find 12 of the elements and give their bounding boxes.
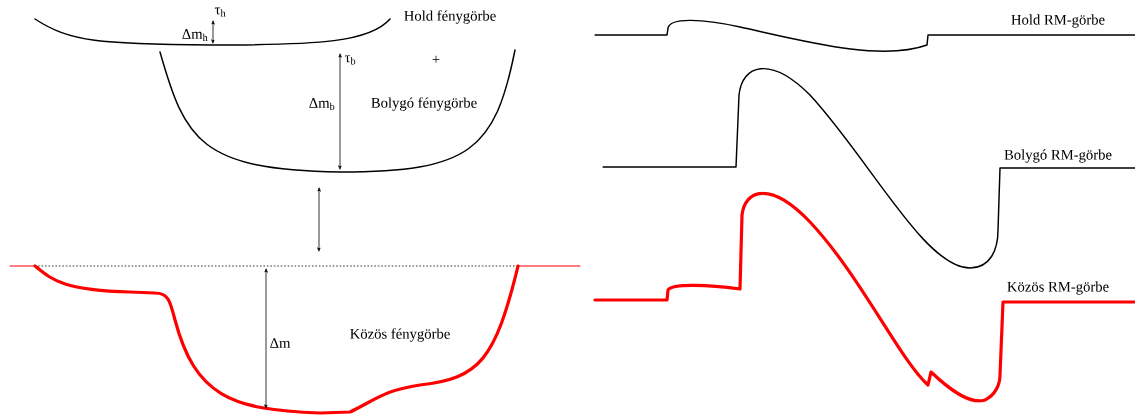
curve-label: Hold RM-görbe (1011, 14, 1105, 28)
curve-label: Bolygó RM-görbe (1004, 149, 1112, 163)
curve-label: Hold fénygörbe (404, 10, 496, 24)
curve-label: Bolygó fénygörbe (371, 97, 477, 111)
symbol-label: Δm$_{b}$ (309, 98, 335, 110)
symbol-label: Δm (270, 338, 291, 348)
symbol-label: Δm$_{h}$ (182, 29, 208, 41)
symbol-label: τ$_{h}$ (214, 7, 226, 17)
symbol-label: τ$_{b}$ (344, 55, 356, 65)
plus-sign: + (432, 55, 440, 63)
curve-label: Közös RM-görbe (1007, 281, 1109, 295)
curve-label: Közös fénygörbe (350, 328, 450, 342)
